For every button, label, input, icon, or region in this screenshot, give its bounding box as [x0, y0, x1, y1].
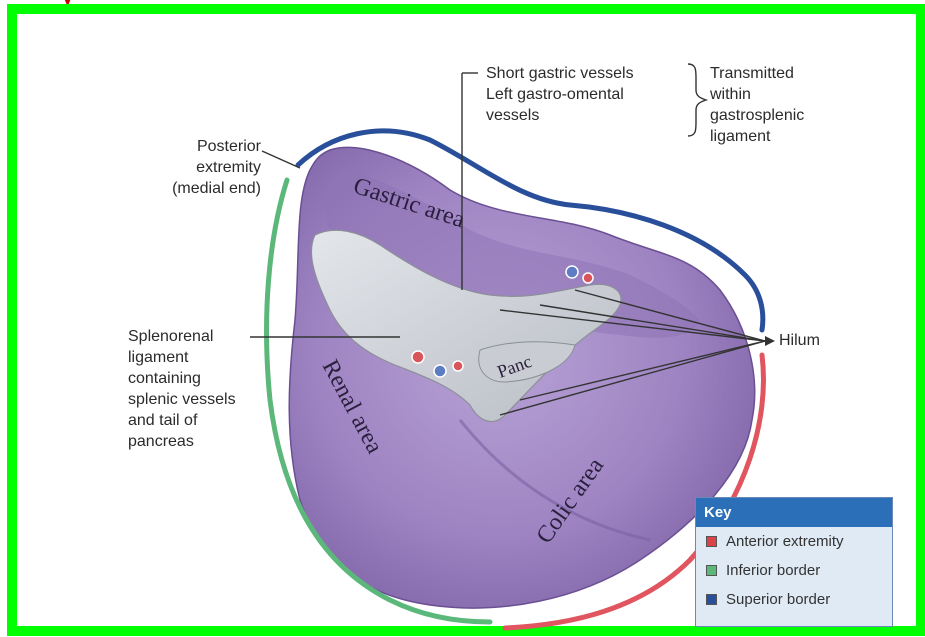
- splenorenal-line-4: splenic vessels: [128, 389, 236, 410]
- posterior-line-3: (medial end): [138, 178, 261, 199]
- key-item-inferior: Inferior border: [696, 556, 892, 585]
- transmitted-line-1: Transmitted: [710, 63, 804, 84]
- key-title: Key: [696, 498, 892, 527]
- hilum-arrowhead: [765, 336, 775, 346]
- splenorenal-line-6: pancreas: [128, 431, 236, 452]
- splenorenal-label: Splenorenal ligament containing splenic …: [128, 326, 236, 452]
- transmitted-line-3: gastrosplenic: [710, 105, 804, 126]
- splenorenal-line-1: Splenorenal: [128, 326, 236, 347]
- posterior-leader: [262, 151, 300, 168]
- transmitted-line-4: ligament: [710, 126, 804, 147]
- splenorenal-line-5: and tail of: [128, 410, 236, 431]
- short-gastric-line-2: Left gastro-omental: [486, 84, 634, 105]
- short-gastric-label: Short gastric vessels Left gastro-omenta…: [486, 63, 634, 126]
- transmitted-label: Transmitted within gastrosplenic ligamen…: [710, 63, 804, 147]
- hilum-label: Hilum: [779, 330, 820, 351]
- vessel-blue-2: [566, 266, 578, 278]
- vessel-blue-1: [434, 365, 446, 377]
- gastrosplenic-brace: [688, 64, 706, 136]
- short-gastric-line-1: Short gastric vessels: [486, 63, 634, 84]
- posterior-line-2: extremity: [138, 157, 261, 178]
- vessel-red-3: [583, 273, 593, 283]
- anterior-swatch: [706, 536, 717, 547]
- splenorenal-line-2: ligament: [128, 347, 236, 368]
- short-gastric-line-3: vessels: [486, 105, 634, 126]
- vessel-red-2: [453, 361, 463, 371]
- superior-swatch: [706, 594, 717, 605]
- key-item-label: Superior border: [726, 591, 830, 608]
- vessel-red-1: [412, 351, 424, 363]
- key-item-anterior: Anterior extremity: [696, 527, 892, 556]
- posterior-extremity-label: Posterior extremity (medial end): [138, 136, 261, 199]
- splenorenal-line-3: containing: [128, 368, 236, 389]
- key-item-label: Anterior extremity: [726, 533, 844, 550]
- inferior-swatch: [706, 565, 717, 576]
- transmitted-line-2: within: [710, 84, 804, 105]
- key-legend: Key Anterior extremity Inferior border S…: [695, 497, 893, 627]
- key-item-superior: Superior border: [696, 585, 892, 614]
- key-item-label: Inferior border: [726, 562, 820, 579]
- posterior-line-1: Posterior: [138, 136, 261, 157]
